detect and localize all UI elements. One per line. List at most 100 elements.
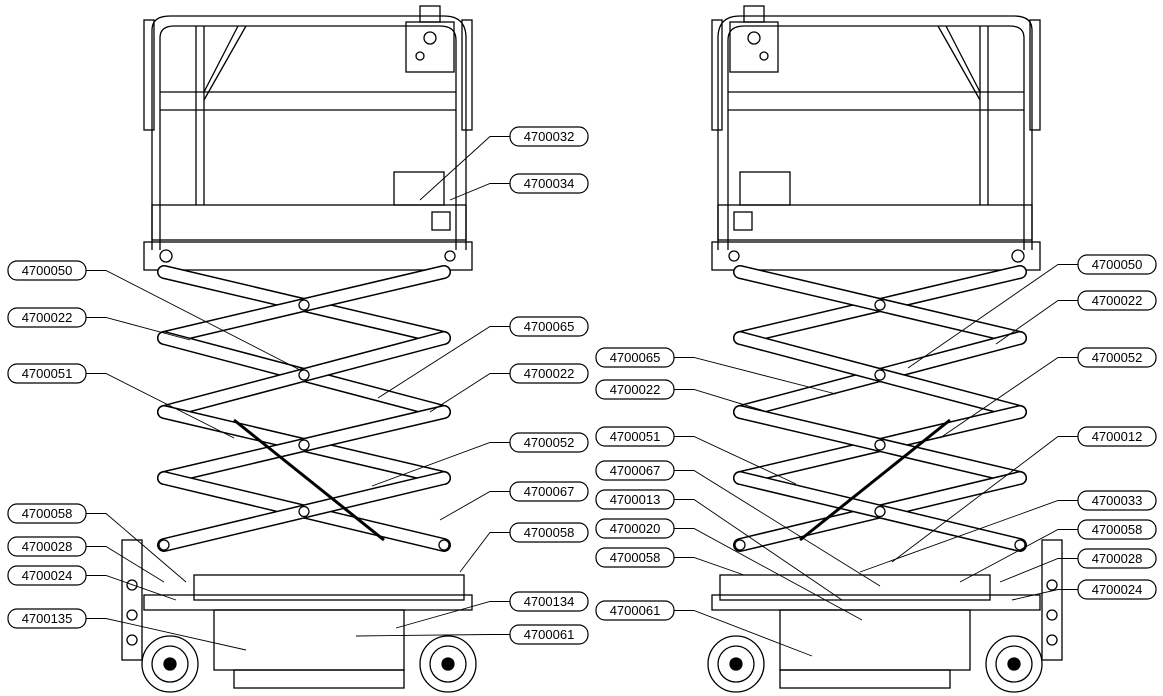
rv-r-5-label-box <box>1077 490 1157 511</box>
lv-r-5-label-box <box>509 432 589 453</box>
lv-r-7-label-box <box>509 522 589 543</box>
left-view-control-box <box>405 21 455 73</box>
rv-r-4-part-number: 4700012 <box>1092 429 1143 444</box>
left-view-beam-bolt <box>159 249 173 263</box>
left-view-rear-stop-hole <box>126 634 138 646</box>
left-view-wheel-hub-0 <box>151 645 189 683</box>
right-view-pivot <box>874 299 886 311</box>
lv-r-4-label-box <box>509 363 589 384</box>
rv-l-1-part-number: 4700065 <box>610 350 661 365</box>
lv-l-2-label-box <box>7 307 87 328</box>
right-view-beam-bolt <box>728 250 740 262</box>
rv-l-3-part-number: 4700051 <box>610 429 661 444</box>
right-view-machine <box>707 5 1063 693</box>
lv-r-1-part-number: 4700032 <box>524 129 575 144</box>
rv-r-2-part-number: 4700022 <box>1092 293 1143 308</box>
rv-r-4-leader-line <box>891 436 1078 563</box>
left-view-guardrail-outer <box>151 15 467 250</box>
lv-r-6-label-box <box>509 481 589 502</box>
right-view-wheel-axle-0 <box>1007 657 1021 671</box>
left-view-wheel-hub-1 <box>429 645 467 683</box>
rv-r-8-part-number: 4700024 <box>1092 582 1143 597</box>
lv-r-5-leader-line <box>371 442 510 487</box>
rv-l-4-part-number: 4700067 <box>610 463 661 478</box>
rv-r-3-part-number: 4700052 <box>1092 350 1143 365</box>
left-view-pivot <box>298 505 310 518</box>
right-view-control-knob <box>743 5 765 23</box>
left-view-wheel-axle-0 <box>163 657 177 671</box>
rv-l-6-label-box <box>595 518 675 539</box>
lv-l-7-part-number: 4700135 <box>22 611 73 626</box>
lv-r-3-leader-line <box>377 326 510 399</box>
right-view-chassis-rail <box>711 594 1041 611</box>
right-view-wheel-0 <box>985 635 1043 693</box>
right-view-pivot <box>1014 539 1026 551</box>
right-view-chassis-skid <box>779 669 951 689</box>
right-view-guardrail-outer <box>717 15 1033 250</box>
left-view-gate-bar <box>461 19 473 131</box>
lv-r-3-part-number: 4700065 <box>524 319 575 334</box>
rv-l-5-leader-line <box>674 499 843 601</box>
right-view-control-button <box>759 51 769 61</box>
left-view-pivot <box>158 539 170 551</box>
rv-r-8-leader-line <box>1011 589 1078 601</box>
right-view-pivot <box>874 369 886 381</box>
right-view-guardrail-inner <box>727 25 1025 250</box>
left-view-chassis-body <box>213 609 405 671</box>
lv-r-4-leader-line <box>429 373 510 413</box>
right-view-wheel-hub-1 <box>717 645 755 683</box>
left-view-chassis-top <box>193 574 465 601</box>
rv-l-5-part-number: 4700013 <box>610 492 661 507</box>
lv-l-1-leader-line <box>86 270 303 372</box>
right-view-cylinder <box>799 418 951 542</box>
rv-r-6-part-number: 4700058 <box>1092 522 1143 537</box>
right-view-wheel-axle-1 <box>729 657 743 671</box>
lv-l-6-leader-line <box>86 575 177 601</box>
rv-l-4-label-box <box>595 460 675 481</box>
lv-l-5-part-number: 4700028 <box>22 539 73 554</box>
right-view-beam-bolt <box>1011 249 1025 263</box>
right-view-rear-stop-hole <box>1046 609 1058 621</box>
lv-l-4-part-number: 4700058 <box>22 506 73 521</box>
left-view-manual-box <box>393 171 445 206</box>
lv-r-2-part-number: 4700034 <box>524 176 575 191</box>
right-view-gate-bar <box>711 19 723 131</box>
right-view-rear-stop-hole <box>1046 579 1058 591</box>
lv-r-3-label-box <box>509 316 589 337</box>
left-view-outlet <box>431 211 451 231</box>
lv-l-3-label-box <box>7 363 87 384</box>
left-view-wheel-1 <box>419 635 477 693</box>
right-view-control-box <box>729 21 779 73</box>
right-view-gate-bar <box>1029 19 1041 131</box>
left-view-rear-stop-hole <box>126 609 138 621</box>
rv-r-1-leader-line <box>907 264 1078 369</box>
lv-l-2-part-number: 4700022 <box>22 310 73 325</box>
right-view-wheel-1 <box>707 635 765 693</box>
rv-r-2-label-box <box>1077 290 1157 311</box>
rv-r-8-label-box <box>1077 579 1157 600</box>
rv-r-7-leader-line <box>999 558 1078 583</box>
rv-l-3-leader-line <box>674 436 797 485</box>
lv-l-1-label-box <box>7 260 87 281</box>
lv-r-7-leader-line <box>459 532 510 573</box>
lv-l-6-label-box <box>7 565 87 586</box>
rv-r-3-leader-line <box>939 357 1078 439</box>
left-view-gate-bar <box>143 19 155 131</box>
right-view-rear-stop-hole <box>1046 634 1058 646</box>
lv-r-7-part-number: 4700058 <box>524 525 575 540</box>
rv-l-8-leader-line <box>674 610 813 657</box>
rv-r-5-part-number: 4700033 <box>1092 493 1143 508</box>
right-view-control-dial <box>747 31 761 45</box>
lv-r-1-leader-line <box>419 136 510 201</box>
lv-r-6-part-number: 4700067 <box>524 484 575 499</box>
left-view-pivot <box>438 539 450 551</box>
rv-l-8-label-box <box>595 600 675 621</box>
right-view-pivot <box>734 539 746 551</box>
lv-r-4-part-number: 4700022 <box>524 366 575 381</box>
left-view-control-dial <box>423 31 437 45</box>
rv-r-4-label-box <box>1077 426 1157 447</box>
left-view-platform-beam <box>143 241 473 271</box>
lv-l-6-part-number: 4700024 <box>22 568 73 583</box>
rv-r-2-leader-line <box>995 300 1078 345</box>
